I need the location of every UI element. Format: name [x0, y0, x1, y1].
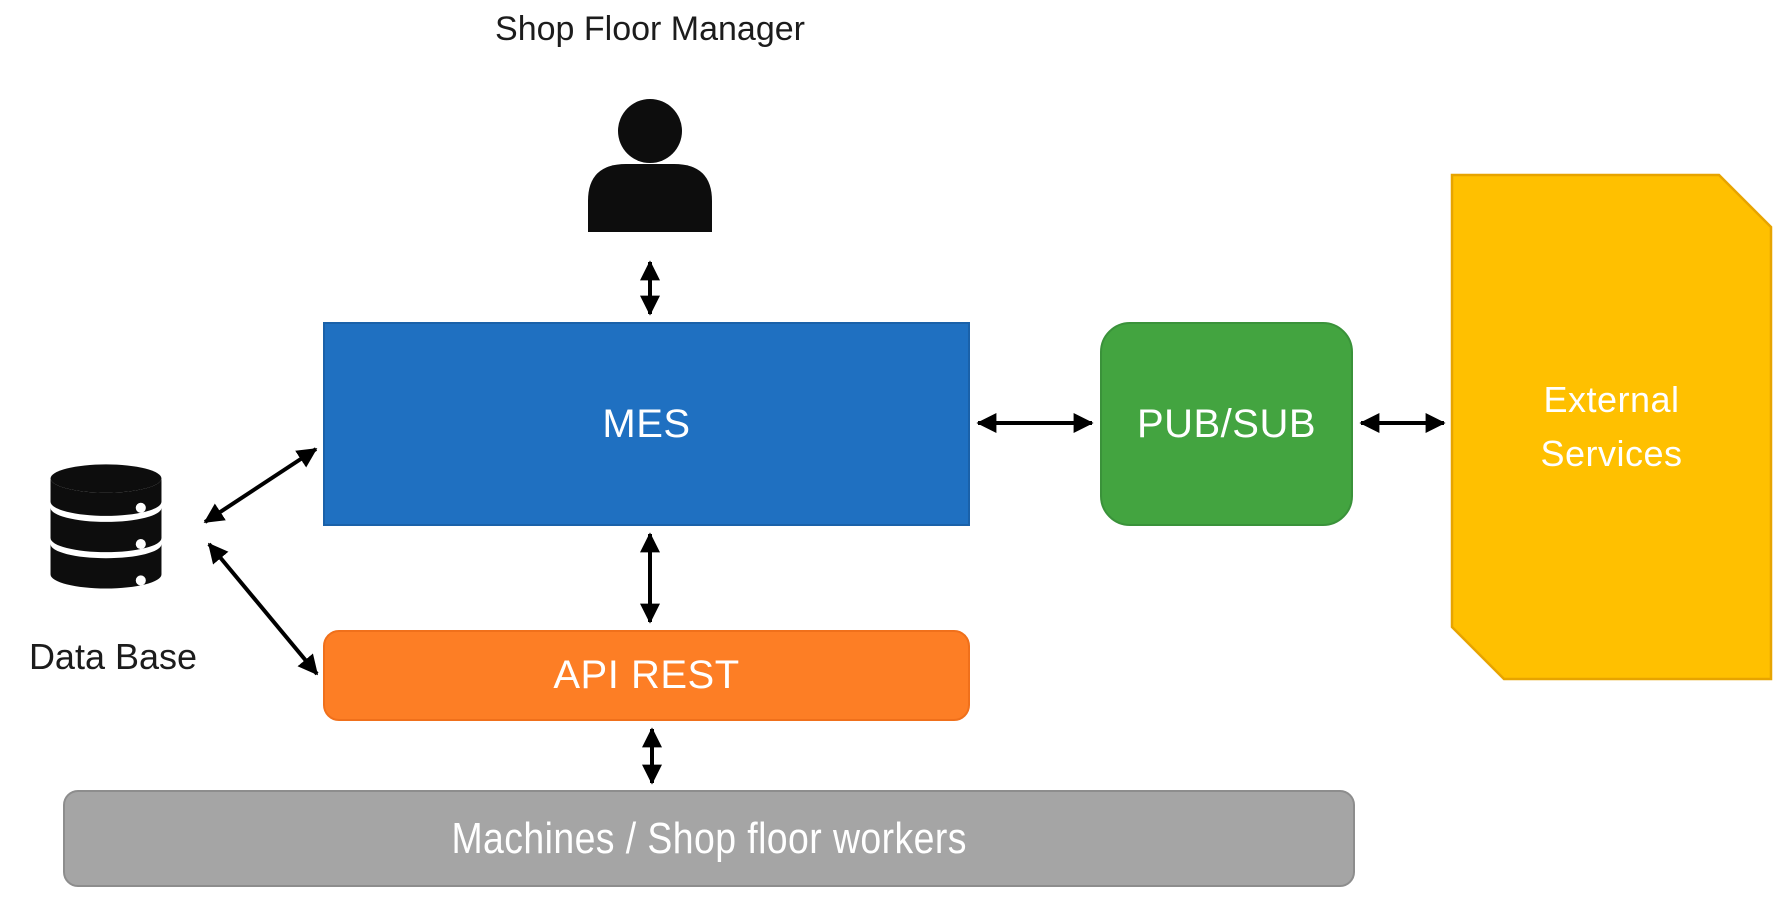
pubsub-label: PUB/SUB: [1136, 401, 1317, 446]
machines-label: Machines / Shop floor workers: [451, 813, 967, 863]
arrow-database-mes: [203, 447, 318, 524]
api-rest-label: API REST: [553, 653, 740, 697]
database-label: Data Base: [28, 636, 198, 677]
external-services-label-line1: External: [1543, 379, 1680, 420]
mes-label: MES: [602, 401, 691, 446]
database-icon: [50, 464, 162, 589]
external-services-shape: [1450, 173, 1773, 681]
mes-box: MES: [323, 322, 970, 526]
external-services-label-line2: Services: [1540, 433, 1683, 474]
person-icon: [588, 99, 712, 232]
machines-box: Machines / Shop floor workers: [63, 790, 1355, 887]
api-rest-box: API REST: [323, 630, 970, 721]
pubsub-box: PUB/SUB: [1100, 322, 1353, 526]
external-services-box: External Services: [1452, 175, 1771, 679]
shop-floor-manager-label: Shop Floor Manager: [495, 10, 805, 48]
